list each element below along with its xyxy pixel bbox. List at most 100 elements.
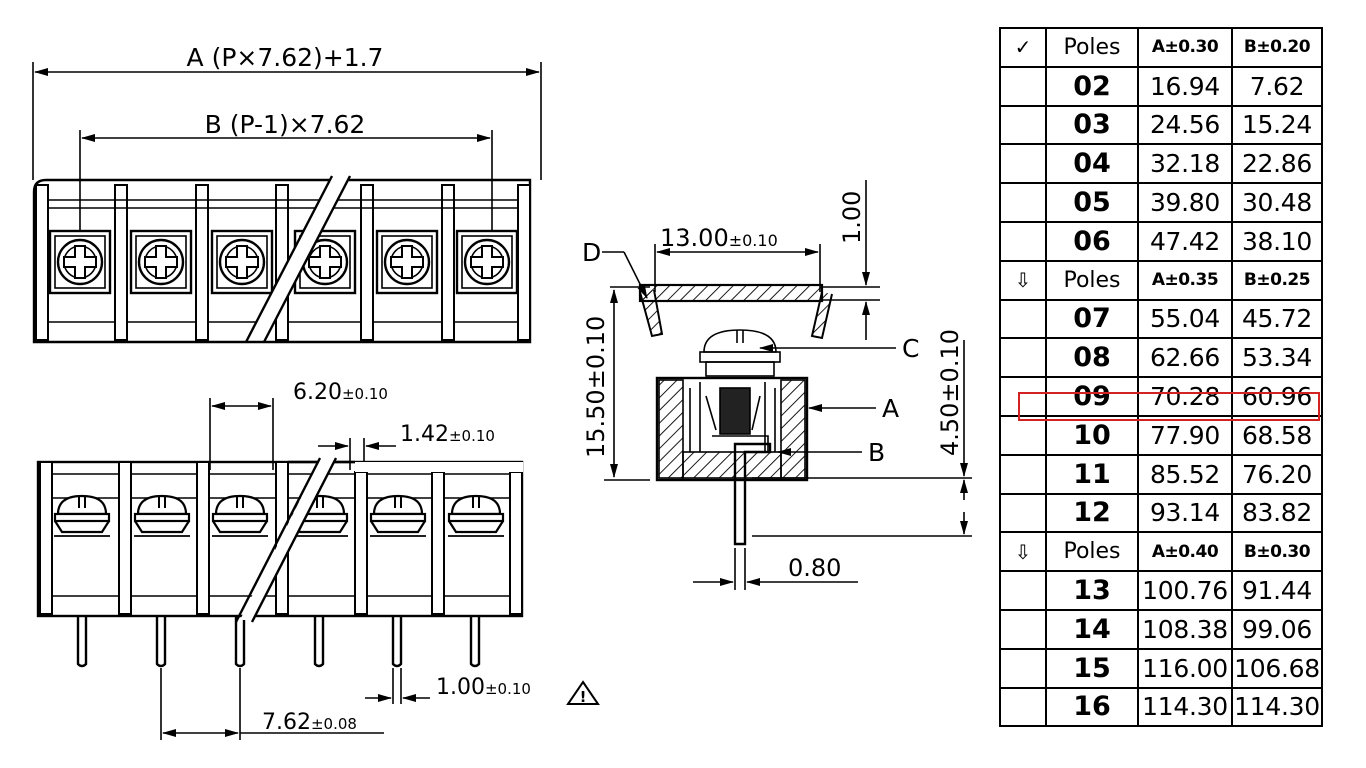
warning-icon: ! bbox=[566, 680, 600, 706]
a-cell: 70.28 bbox=[1137, 376, 1233, 417]
b-cell: 91.44 bbox=[1231, 570, 1323, 611]
poles-cell: 02 bbox=[1045, 65, 1139, 107]
callout-c-label: C bbox=[902, 334, 919, 363]
header-a: A±0.40 bbox=[1137, 531, 1233, 573]
side-view: 6.20±0.10 1.42±0.10 bbox=[36, 380, 600, 740]
a-cell: 39.80 bbox=[1137, 182, 1233, 223]
poles-cell: 07 bbox=[1045, 298, 1139, 340]
dim-100-pin-tol: ±0.10 bbox=[485, 680, 531, 698]
b-cell: 106.68 bbox=[1231, 647, 1323, 689]
b-cell: 76.20 bbox=[1231, 453, 1323, 495]
header-b: B±0.25 bbox=[1231, 259, 1323, 301]
a-cell: 114.30 bbox=[1137, 686, 1233, 728]
poles-cell: 04 bbox=[1045, 143, 1139, 185]
b-cell: 114.30 bbox=[1231, 686, 1323, 728]
terminal-block-drawing: A (P×7.62)+1.7 B (P-1)×7.62 bbox=[32, 43, 972, 740]
top-view: A (P×7.62)+1.7 B (P-1)×7.62 bbox=[32, 43, 542, 344]
svg-text:7.62±0.08: 7.62±0.08 bbox=[262, 710, 357, 735]
a-cell: 24.56 bbox=[1137, 104, 1233, 146]
a-cell: 77.90 bbox=[1137, 414, 1233, 456]
poles-cell: 10 bbox=[1045, 414, 1139, 456]
poles-cell: 12 bbox=[1045, 492, 1139, 534]
dim-762-tol: ±0.08 bbox=[311, 715, 357, 733]
callout-d: D bbox=[582, 238, 648, 299]
b-cell: 83.82 bbox=[1231, 492, 1323, 534]
b-cell: 68.58 bbox=[1231, 414, 1323, 456]
cross-section-view: 13.00±0.10 1.00 15.50±0.10 4.50± bbox=[582, 180, 972, 590]
a-cell: 85.52 bbox=[1137, 453, 1233, 495]
callout-b: B bbox=[777, 438, 885, 467]
header-a: A±0.35 bbox=[1137, 259, 1233, 301]
header-b: B±0.20 bbox=[1231, 27, 1323, 68]
group-mark: ⇩ bbox=[999, 531, 1047, 573]
a-cell: 108.38 bbox=[1137, 608, 1233, 650]
poles-cell: 08 bbox=[1045, 337, 1139, 379]
b-cell: 60.96 bbox=[1231, 376, 1323, 417]
dim-142-tol: ±0.10 bbox=[449, 427, 495, 445]
group-mark: ⇩ bbox=[999, 259, 1047, 301]
a-cell: 47.42 bbox=[1137, 220, 1233, 262]
poles-cell: 09 bbox=[1045, 376, 1139, 417]
dim-450: 4.50±0.10 bbox=[936, 329, 964, 456]
poles-cell: 05 bbox=[1045, 182, 1139, 223]
b-cell: 38.10 bbox=[1231, 220, 1323, 262]
header-b: B±0.30 bbox=[1231, 531, 1323, 573]
dim-100-top: 1.00 bbox=[838, 191, 866, 244]
a-cell: 93.14 bbox=[1137, 492, 1233, 534]
dim-1300: 13.00 bbox=[660, 224, 729, 252]
poles-cell: 16 bbox=[1045, 686, 1139, 728]
header-poles: Poles bbox=[1045, 27, 1139, 68]
poles-cell: 15 bbox=[1045, 647, 1139, 689]
dim-100-pin: 1.00 bbox=[436, 675, 485, 700]
dim-762: 7.62 bbox=[262, 710, 311, 735]
warning-symbol: ! bbox=[580, 688, 587, 706]
b-cell: 99.06 bbox=[1231, 608, 1323, 650]
header-poles: Poles bbox=[1045, 531, 1139, 573]
dim-620-tol: ±0.10 bbox=[342, 385, 388, 403]
dim-1300-tol: ±0.10 bbox=[729, 231, 778, 250]
poles-cell: 03 bbox=[1045, 104, 1139, 146]
b-cell: 7.62 bbox=[1231, 65, 1323, 107]
b-cell: 45.72 bbox=[1231, 298, 1323, 340]
group-mark: ✓ bbox=[999, 27, 1047, 68]
callout-c: C bbox=[759, 334, 919, 363]
poles-cell: 06 bbox=[1045, 220, 1139, 262]
dim-620: 6.20 bbox=[293, 380, 342, 405]
a-cell: 16.94 bbox=[1137, 65, 1233, 107]
a-cell: 55.04 bbox=[1137, 298, 1233, 340]
b-cell: 15.24 bbox=[1231, 104, 1323, 146]
a-cell: 100.76 bbox=[1137, 570, 1233, 611]
a-cell: 116.00 bbox=[1137, 647, 1233, 689]
poles-cell: 14 bbox=[1045, 608, 1139, 650]
svg-text:13.00±0.10: 13.00±0.10 bbox=[660, 224, 778, 252]
svg-text:1.00±0.10: 1.00±0.10 bbox=[436, 675, 531, 700]
b-cell: 53.34 bbox=[1231, 337, 1323, 379]
dim-142: 1.42 bbox=[400, 422, 449, 447]
poles-cell: 11 bbox=[1045, 453, 1139, 495]
b-cell: 30.48 bbox=[1231, 182, 1323, 223]
callout-a: A bbox=[808, 394, 899, 423]
header-poles: Poles bbox=[1045, 259, 1139, 301]
callout-a-label: A bbox=[882, 394, 899, 423]
dim-b-formula: B (P-1)×7.62 bbox=[205, 110, 366, 139]
svg-text:1.42±0.10: 1.42±0.10 bbox=[400, 422, 495, 447]
